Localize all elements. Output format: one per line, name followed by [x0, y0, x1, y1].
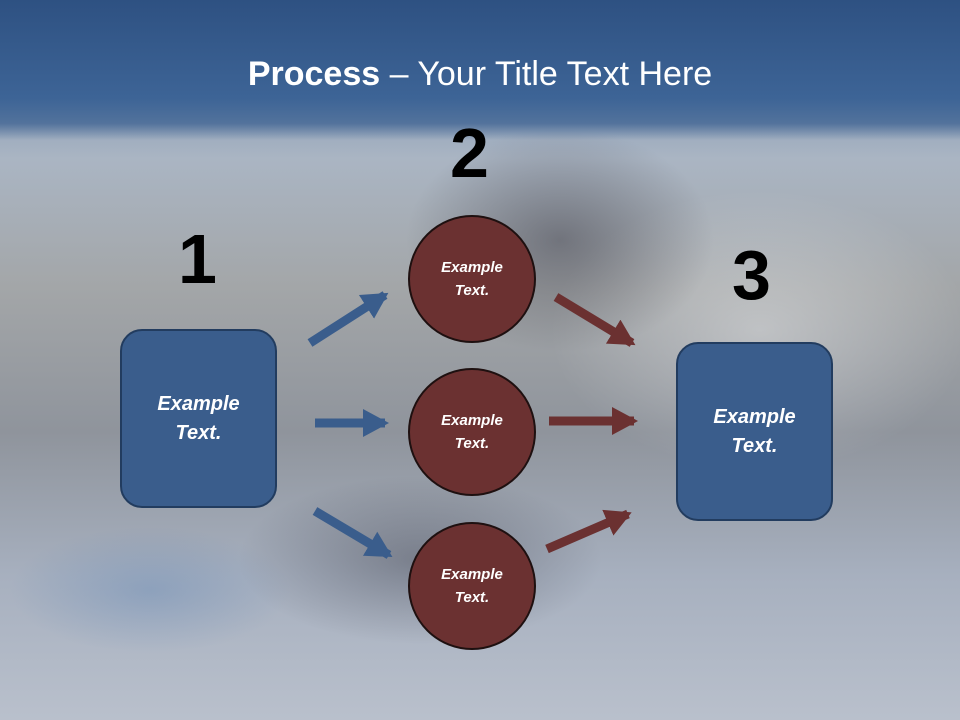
step-1-text-line1: Example	[157, 392, 240, 415]
step-number-1: 1	[178, 220, 217, 298]
title-rest: – Your Title Text Here	[380, 55, 713, 93]
arrow-1-to-bottom	[312, 507, 393, 559]
title-bold: Process	[247, 55, 381, 93]
step-3-text-line1: Example	[713, 405, 796, 428]
circle-middle-line1: Example	[441, 412, 503, 429]
step-1-text-line2: Text.	[175, 421, 222, 444]
arrow-bottom-to-3	[545, 509, 632, 554]
arrow-top-to-3	[553, 293, 636, 347]
title-band	[0, 0, 960, 140]
circle-middle-line2: Text.	[454, 435, 490, 452]
circle-bottom-line1: Example	[441, 566, 503, 583]
circle-top-line1: Example	[441, 259, 503, 276]
step-3-text-line2: Text.	[731, 434, 778, 457]
circle-bottom-line2: Text.	[454, 589, 490, 606]
slide-title: Process – Your Title Text Here	[0, 52, 960, 96]
step-number-3: 3	[732, 236, 771, 314]
circle-top-line2: Text.	[454, 282, 490, 299]
step-number-2: 2	[450, 114, 489, 192]
arrow-1-to-top	[307, 291, 389, 347]
